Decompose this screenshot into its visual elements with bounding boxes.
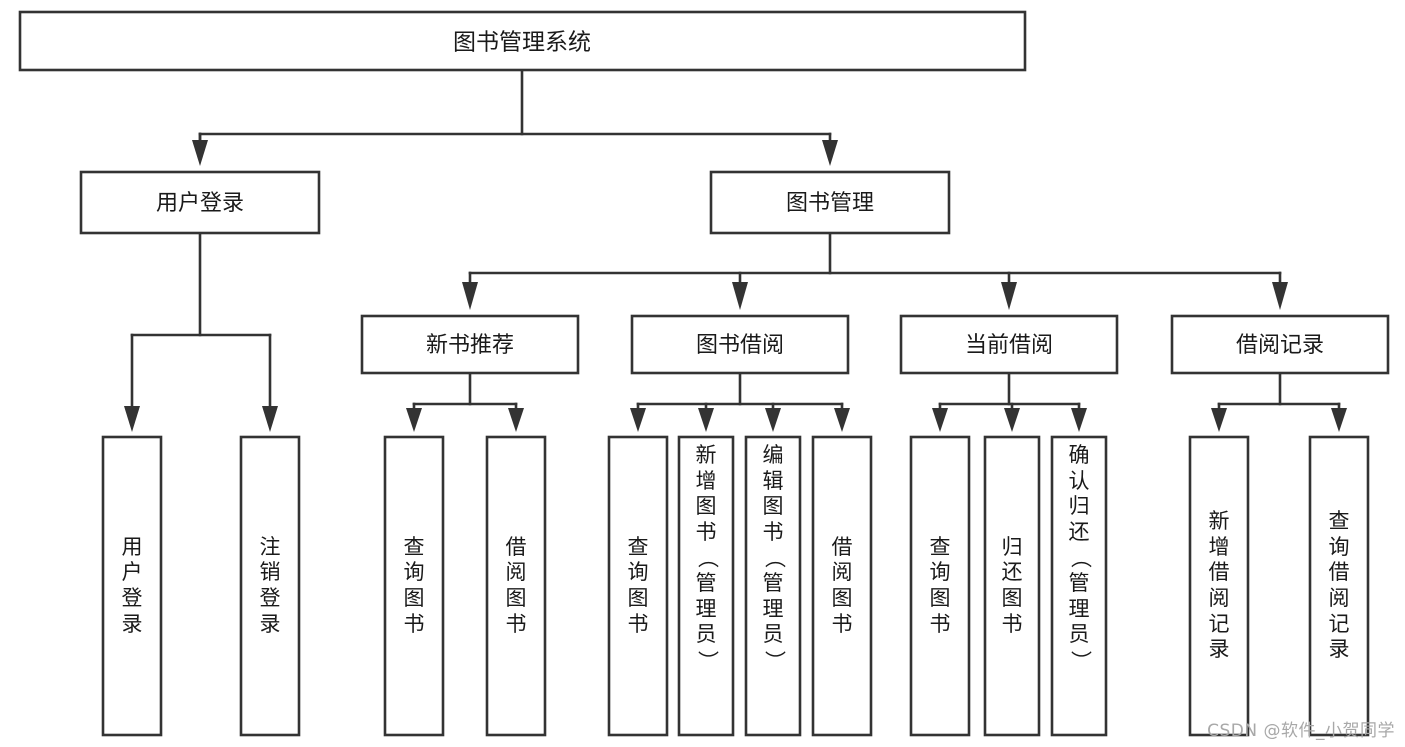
leaf-query-record-rect[interactable] bbox=[1308, 435, 1370, 737]
node-book-manage-label: 图书管理 bbox=[786, 191, 874, 216]
arrow-to-leaf-add-record bbox=[1211, 408, 1227, 432]
leaf-user-logout-rect[interactable] bbox=[239, 435, 301, 737]
node-root-rect[interactable] bbox=[18, 10, 1027, 72]
arrow-to-leaf-user-logout bbox=[262, 406, 278, 432]
connector-group-book-borrow bbox=[630, 371, 850, 432]
leaf-confirm-return-rect[interactable] bbox=[1050, 435, 1108, 737]
arrow-to-leaf-edit-book bbox=[765, 408, 781, 432]
arrow-to-new-book-rec bbox=[462, 282, 478, 310]
arrow-to-leaf-query-record bbox=[1331, 408, 1347, 432]
node-book-manage-rect[interactable] bbox=[709, 170, 951, 235]
csdn-watermark: CSDN @软件_小贺同学 bbox=[1207, 721, 1395, 741]
node-current-borrow-label: 当前借阅 bbox=[965, 333, 1053, 358]
connector-group-borrow-record bbox=[1211, 371, 1347, 432]
node-user-login[interactable]: 用户登录 bbox=[79, 170, 321, 235]
node-book-borrow-label: 图书借阅 bbox=[696, 333, 784, 358]
arrow-to-book-manage bbox=[822, 140, 838, 166]
arrow-to-leaf-add-book bbox=[698, 408, 714, 432]
node-user-login-rect[interactable] bbox=[79, 170, 321, 235]
leaf-return-book-rect[interactable] bbox=[983, 435, 1041, 737]
arrow-to-borrow-record bbox=[1272, 282, 1288, 310]
arrow-to-leaf-borrow-book-rec bbox=[508, 408, 524, 432]
leaf-borrow-book-rec-rect[interactable] bbox=[485, 435, 547, 737]
node-new-book-rec-rect[interactable] bbox=[360, 314, 580, 375]
arrow-to-leaf-borrow-book bbox=[834, 408, 850, 432]
leaf-query-book-rec-rect[interactable] bbox=[383, 435, 445, 737]
node-current-borrow[interactable]: 当前借阅 bbox=[899, 314, 1119, 375]
arrow-to-current-borrow bbox=[1001, 282, 1017, 310]
arrow-to-leaf-query-book-borrow bbox=[630, 408, 646, 432]
arrow-to-leaf-user-login bbox=[124, 406, 140, 432]
node-book-borrow[interactable]: 图书借阅 bbox=[630, 314, 850, 375]
node-borrow-record-rect[interactable] bbox=[1170, 314, 1390, 375]
leaf-user-login-rect[interactable] bbox=[101, 435, 163, 737]
node-borrow-record-label: 借阅记录 bbox=[1236, 333, 1324, 358]
leaf-edit-book-rect[interactable] bbox=[744, 435, 802, 737]
leaf-add-book-rect[interactable] bbox=[677, 435, 735, 737]
node-current-borrow-rect[interactable] bbox=[899, 314, 1119, 375]
node-new-book-rec-label: 新书推荐 bbox=[426, 333, 514, 358]
leaf-borrow-book-rect[interactable] bbox=[811, 435, 873, 737]
arrow-to-user-login bbox=[192, 140, 208, 166]
connector-group-book-manage bbox=[462, 231, 1288, 310]
leaf-box-group bbox=[101, 435, 1370, 737]
connector-group-root bbox=[192, 68, 838, 166]
arrow-to-leaf-return-book bbox=[1004, 408, 1020, 432]
node-book-borrow-rect[interactable] bbox=[630, 314, 850, 375]
arrow-to-leaf-query-book-cur bbox=[932, 408, 948, 432]
leaf-query-book-cur-rect[interactable] bbox=[909, 435, 971, 737]
connector-group-current-borrow bbox=[932, 371, 1087, 432]
node-new-book-rec[interactable]: 新书推荐 bbox=[360, 314, 580, 375]
connector-group-new-book-rec bbox=[406, 371, 524, 432]
arrow-to-leaf-confirm-return bbox=[1071, 408, 1087, 432]
node-root-label: 图书管理系统 bbox=[453, 30, 591, 56]
node-borrow-record[interactable]: 借阅记录 bbox=[1170, 314, 1390, 375]
node-user-login-label: 用户登录 bbox=[156, 191, 244, 216]
leaf-query-book-borrow-rect[interactable] bbox=[607, 435, 669, 737]
arrow-to-book-borrow bbox=[732, 282, 748, 310]
leaf-add-record-rect[interactable] bbox=[1188, 435, 1250, 737]
connector-group-user-login bbox=[124, 231, 278, 432]
node-book-manage[interactable]: 图书管理 bbox=[709, 170, 951, 235]
node-root[interactable]: 图书管理系统 bbox=[18, 10, 1027, 72]
arrow-to-leaf-query-book-rec bbox=[406, 408, 422, 432]
